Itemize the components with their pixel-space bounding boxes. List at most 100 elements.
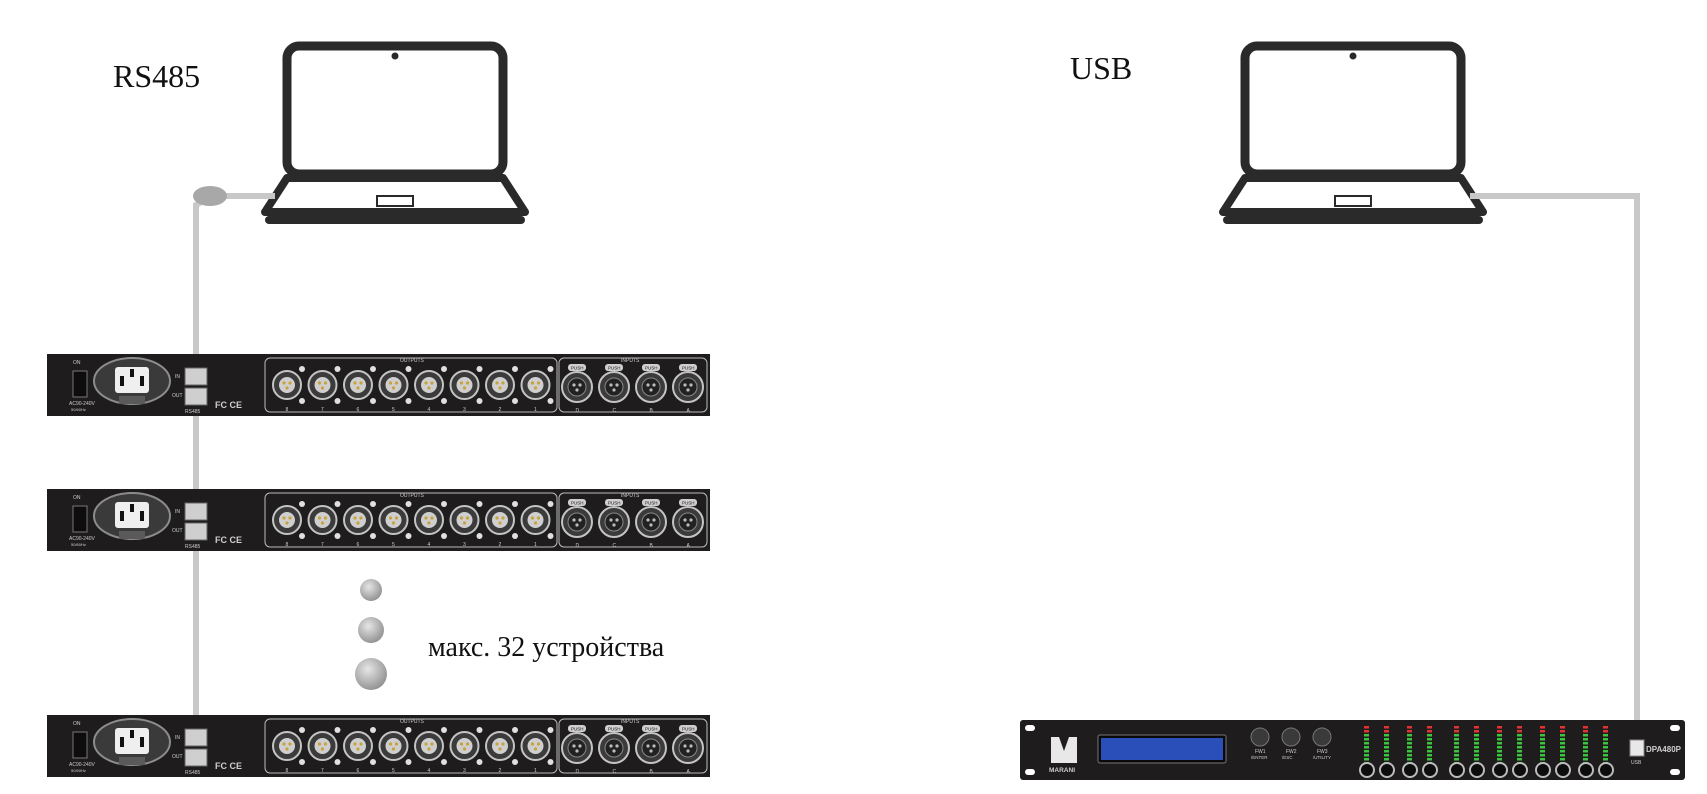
- rs485-port-label: RS485: [185, 409, 201, 415]
- push-label: PUSH: [608, 501, 621, 506]
- model-name: DPA480P: [1646, 745, 1682, 754]
- output-number: 2: [499, 407, 502, 413]
- xlr-pin: [575, 523, 579, 527]
- level-meter-segment: [1407, 754, 1412, 757]
- level-meter-segment: [1474, 726, 1479, 729]
- xlr-pin: [391, 386, 396, 390]
- xlr-insert: [421, 377, 437, 393]
- level-meter-segment: [1497, 746, 1502, 749]
- rack-ear-hole: [1025, 725, 1035, 731]
- mount-screw: [476, 398, 483, 404]
- output-number: 5: [392, 768, 395, 774]
- push-tab: [642, 364, 660, 371]
- xlr-pin: [495, 516, 499, 520]
- laptop-screen: [282, 41, 508, 179]
- xlr-pin: [424, 516, 428, 520]
- xlr-pin: [530, 742, 535, 746]
- push-label: PUSH: [682, 366, 695, 371]
- level-meter-segment: [1474, 754, 1479, 757]
- level-meter-segment: [1560, 726, 1565, 729]
- lcd-display: [1101, 738, 1223, 760]
- xlr-pin: [609, 744, 613, 748]
- mute-button: [1422, 762, 1438, 778]
- power-rating-label: AC90-240V: [69, 536, 96, 542]
- level-meter-segment: [1603, 738, 1608, 741]
- input-letter: A: [687, 543, 691, 549]
- port-out-label: OUT: [172, 393, 183, 399]
- xlr-insert: [314, 377, 331, 393]
- xlr-pin: [430, 516, 434, 520]
- level-meter-segment: [1517, 730, 1522, 733]
- power-switch: [72, 370, 88, 398]
- level-meter-segment: [1427, 758, 1432, 761]
- level-meter-segment: [1517, 734, 1522, 737]
- inputs-frame: [558, 357, 708, 413]
- input-letter: D: [576, 543, 580, 549]
- mount-screw: [405, 398, 412, 404]
- level-meter-segment: [1454, 754, 1459, 757]
- xlr-pin: [320, 521, 325, 525]
- xlr-pin: [323, 742, 328, 746]
- level-meter-segment: [1364, 726, 1369, 729]
- xlr-pin: [356, 386, 360, 390]
- push-label: PUSH: [645, 727, 658, 732]
- xlr-insert: [421, 738, 437, 754]
- level-meter-segment: [1517, 746, 1522, 749]
- usb-cable: [1470, 193, 1640, 745]
- mount-screw: [441, 533, 447, 539]
- socket-pin: [120, 737, 124, 747]
- usb-label: USB: [1070, 50, 1133, 86]
- level-meter-segment: [1407, 738, 1412, 741]
- xlr-pin: [430, 742, 434, 746]
- xlr-pin: [649, 523, 653, 527]
- xlr-insert: [456, 512, 473, 528]
- mute-button: [1379, 762, 1395, 778]
- level-meter-segment: [1384, 730, 1389, 733]
- level-meter-segment: [1560, 734, 1565, 737]
- mount-screw: [476, 759, 483, 765]
- level-meter-segment: [1474, 738, 1479, 741]
- xlr-pin: [356, 747, 360, 751]
- mount-screw: [547, 759, 554, 765]
- ellipsis-dot-large: [355, 658, 387, 690]
- mount-screw: [512, 759, 518, 765]
- push-label: PUSH: [645, 501, 658, 506]
- level-meter-segment: [1583, 738, 1588, 741]
- xlr-insert: [350, 377, 366, 393]
- mount-screw: [334, 533, 341, 539]
- level-meter-segment: [1427, 738, 1432, 741]
- output-number: 2: [499, 542, 502, 548]
- xlr-insert: [385, 512, 402, 528]
- power-switch-label: ON: [73, 721, 81, 727]
- level-meter-segment: [1603, 734, 1608, 737]
- mount-screw: [370, 759, 376, 765]
- xlr-pin: [686, 749, 690, 753]
- rs485-port-label: RS485: [185, 544, 201, 550]
- laptop-keyboard-deck: [1219, 174, 1487, 216]
- xlr-pin: [615, 744, 619, 748]
- xlr-pin: [683, 744, 687, 748]
- level-meter-segment: [1407, 734, 1412, 737]
- xlr-pin: [388, 742, 393, 746]
- level-meter-segment: [1560, 746, 1565, 749]
- certification-marks: FC CE: [215, 761, 242, 771]
- mute-button: [1469, 762, 1485, 778]
- xlr-pin: [533, 521, 538, 525]
- xlr-pin: [462, 386, 467, 390]
- mount-screw: [476, 501, 483, 507]
- output-number: 7: [321, 542, 324, 548]
- level-meter-segment: [1497, 734, 1502, 737]
- mount-screw: [370, 727, 376, 733]
- xlr-female-insert: [641, 738, 661, 758]
- level-meter-segment: [1364, 750, 1369, 753]
- xlr-pin: [498, 386, 502, 390]
- xlr-pin: [323, 381, 328, 385]
- rs485-label: RS485: [113, 58, 201, 94]
- level-meter-segment: [1384, 750, 1389, 753]
- port-in-label: IN: [175, 374, 180, 380]
- output-number: 6: [357, 542, 360, 548]
- push-tab: [568, 364, 586, 371]
- xlr-pin: [536, 381, 541, 385]
- xlr-pin: [424, 381, 428, 385]
